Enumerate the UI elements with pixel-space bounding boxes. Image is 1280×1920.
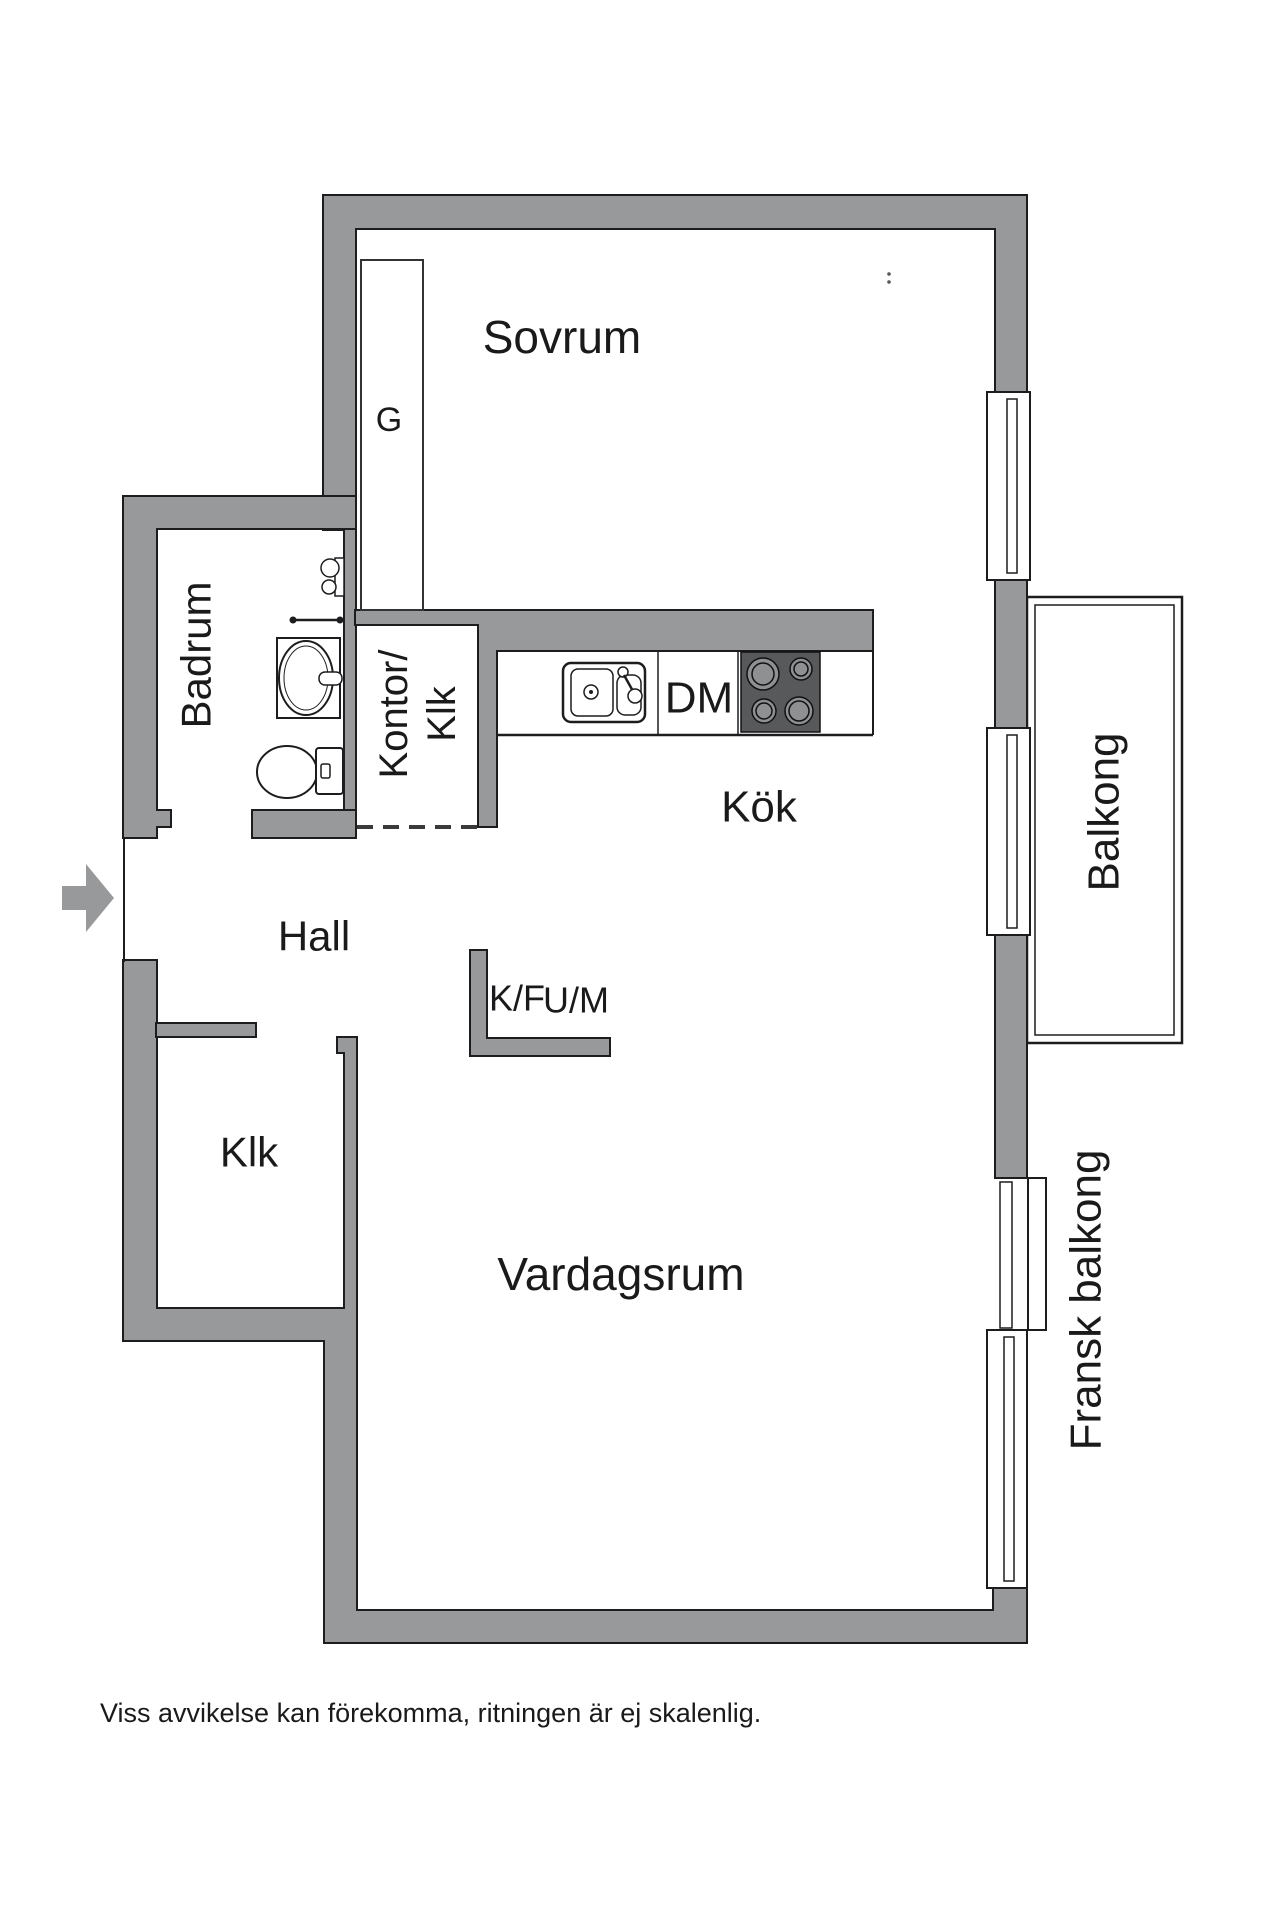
room-label-sovrum: Sovrum: [483, 311, 641, 363]
kitchen-sink: [561, 661, 647, 724]
entry-arrow-icon: [62, 864, 114, 932]
toilet: [256, 745, 344, 799]
wall-east-lower: [994, 934, 1028, 1179]
fixture-label-dishwasher: DM: [665, 674, 733, 723]
window-living-room: [986, 1329, 1028, 1589]
french-balcony-door: [999, 1177, 1047, 1331]
room-label-kok: Kök: [721, 783, 798, 832]
room-label-klk: Klk: [220, 1129, 279, 1176]
room-label-fransk-balkong: Fransk balkong: [1062, 1150, 1111, 1451]
room-label-vardagsrum: Vardagsrum: [497, 1248, 744, 1300]
wall-lower-chain: [122, 959, 1028, 1644]
kitchen-counter: [497, 651, 874, 737]
walls: [122, 194, 1028, 1644]
wall-badrum-bottom: [251, 809, 357, 839]
stove: [740, 651, 821, 733]
room-label-badrum: Badrum: [173, 581, 220, 728]
room-label-balkong: Balkong: [1080, 732, 1129, 891]
fixture-label-oven-microwave: U/M: [543, 980, 609, 1021]
shower-mixer: [320, 557, 345, 597]
room-label-kontor-line1: Kontor/: [372, 649, 416, 779]
wall-east-mid: [994, 579, 1028, 729]
room-label-hall: Hall: [278, 913, 350, 960]
windows: [986, 391, 1047, 1589]
wall-kitchen-island: [469, 949, 611, 1057]
wall-kitchen-and-kontor: [354, 609, 874, 828]
window-sovrum: [986, 391, 1031, 581]
artifact-dots: [887, 272, 891, 284]
fixture-label-fridge-freezer: K/F: [489, 978, 545, 1019]
balcony-door: [986, 727, 1031, 936]
room-label-kontor-line2: Klk: [420, 685, 464, 742]
wall-klk-top: [155, 1022, 257, 1038]
disclaimer-text: Viss avvikelse kan förekomma, ritningen …: [100, 1698, 762, 1728]
towel-rail: [289, 616, 344, 624]
balcony-outline: [1025, 595, 1184, 1045]
wardrobe-closet: [360, 259, 424, 611]
wall-west-wing-upper: [122, 495, 357, 839]
fixture-label-wardrobe: G: [376, 401, 402, 439]
wall-top-and-upper-sides: [322, 194, 1028, 531]
wall-badrum-right: [343, 527, 357, 839]
bathroom-sink: [276, 637, 343, 719]
